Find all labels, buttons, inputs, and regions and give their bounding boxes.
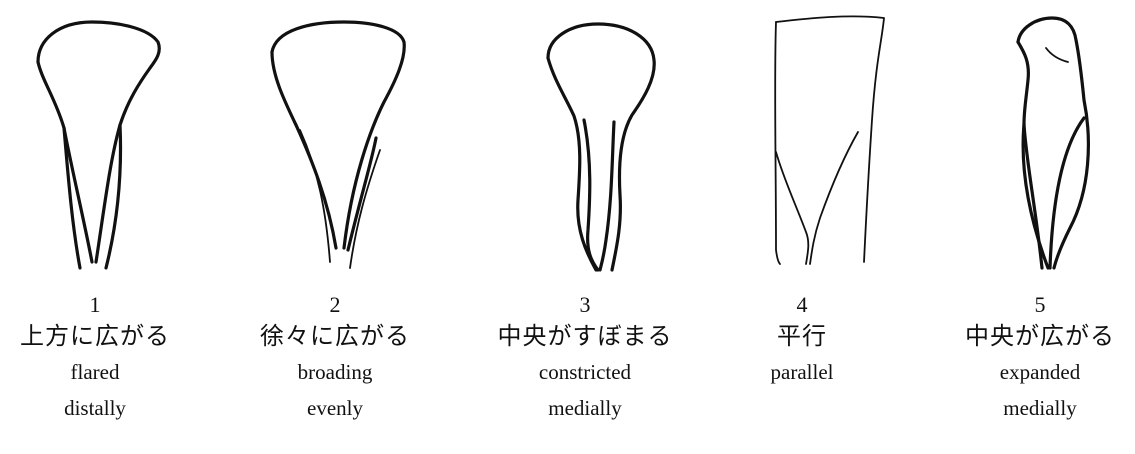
caption-2: 2 徐々に広がる broading evenly	[245, 290, 425, 426]
shape-4-parallel	[775, 16, 884, 264]
english-label-line2: evenly	[245, 390, 425, 426]
english-label-line1: constricted	[495, 354, 675, 390]
english-label-line1: expanded	[950, 354, 1130, 390]
shape-2-broading-evenly	[272, 22, 404, 268]
english-label-line1: parallel	[712, 354, 892, 390]
english-label-line2: medially	[495, 390, 675, 426]
english-label-line1: broading	[245, 354, 425, 390]
shape-5-expanded-medially	[1018, 18, 1088, 268]
shape-number: 5	[950, 290, 1130, 320]
japanese-label: 上方に広がる	[5, 320, 185, 354]
japanese-label: 中央が広がる	[950, 320, 1130, 354]
caption-4: 4 平行 parallel	[712, 290, 892, 390]
shape-drawings	[0, 0, 1135, 290]
caption-3: 3 中央がすぼまる constricted medially	[495, 290, 675, 426]
japanese-label: 徐々に広がる	[245, 320, 425, 354]
english-label-line1: flared	[5, 354, 185, 390]
english-label-line2: medially	[950, 390, 1130, 426]
shape-3-constricted-medially	[548, 24, 654, 270]
japanese-label: 平行	[712, 320, 892, 354]
shape-number: 1	[5, 290, 185, 320]
shape-number: 2	[245, 290, 425, 320]
caption-5: 5 中央が広がる expanded medially	[950, 290, 1130, 426]
shape-number: 4	[712, 290, 892, 320]
caption-1: 1 上方に広がる flared distally	[5, 290, 185, 426]
japanese-label: 中央がすぼまる	[495, 320, 675, 354]
shape-number: 3	[495, 290, 675, 320]
shape-1-flared-distally	[38, 22, 159, 268]
english-label-line2: distally	[5, 390, 185, 426]
